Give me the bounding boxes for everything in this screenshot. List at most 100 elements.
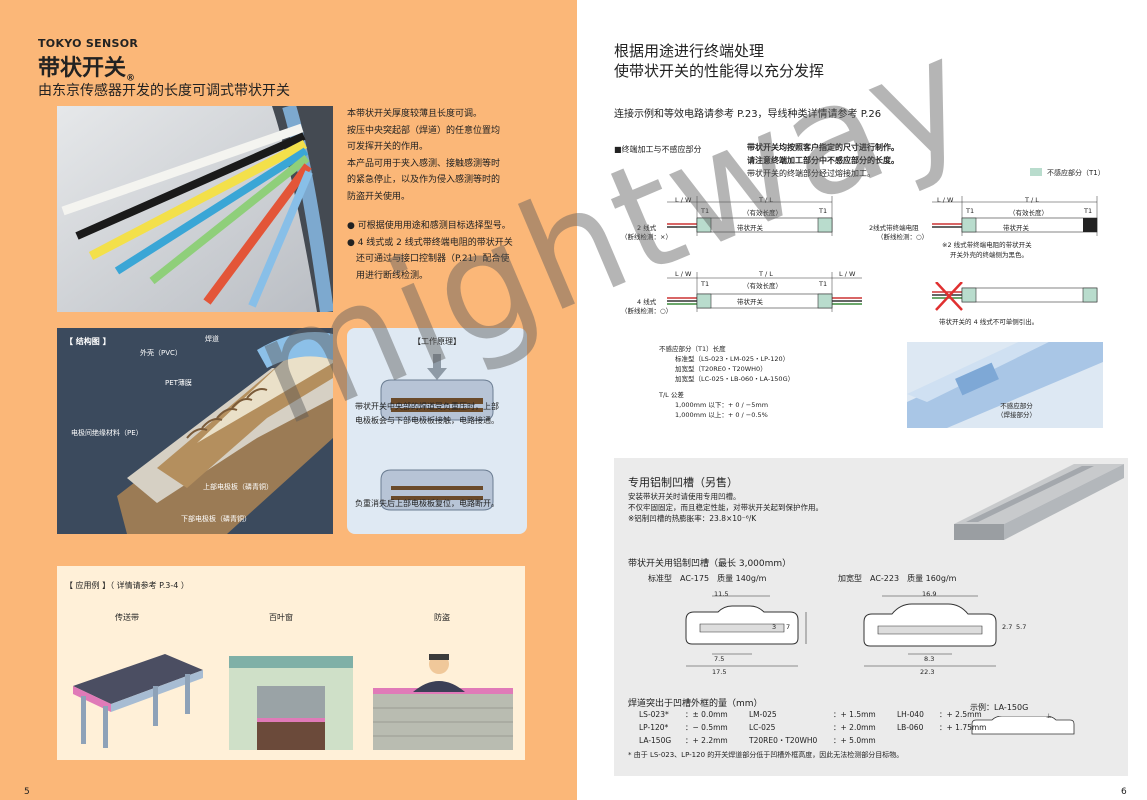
applications-title: 【 应用例 】（ 详情请参考 P.3-4 ）	[65, 581, 189, 590]
wide-dim-e: 5.7	[1016, 623, 1027, 631]
table-cell: ：+ 2.2mm	[685, 736, 728, 745]
d2-note-1: ※2 线式带终端电阻的带状开关	[942, 241, 1032, 249]
t1-row-1: 标准型（LS-023・LM-025・LP-120）	[675, 355, 790, 363]
product-photo-svg	[57, 106, 333, 312]
registered-mark: ®	[126, 73, 136, 84]
d1-two-wire: 2 线式	[637, 224, 657, 232]
brand-en: TOKYO SENSOR	[38, 37, 139, 50]
d1-t1-right: T1	[819, 207, 828, 215]
d2-effective: （有效长度）	[1009, 209, 1048, 217]
rail-desc-1: 安装带状开关时请使用专用凹槽。	[628, 492, 741, 501]
brand-title-text: 带状开关	[38, 56, 127, 81]
label-insulation: 电极间绝缘材料（PE）	[71, 429, 143, 437]
term-bold-2: 请注意终端加工部分中不感应部分的长度。	[747, 156, 899, 165]
table-cell: LB-060	[897, 723, 924, 732]
security-illustration	[373, 654, 513, 750]
tolerance-1: 1,000mm 以下：+ 0 / −5mm	[675, 401, 769, 409]
desc-line: 本带状开关厚度较薄且长度可调。	[347, 109, 483, 119]
rail-wide-label: 加宽型 AC-223 质量 160g/m	[838, 574, 957, 583]
table-cell: ：+ 1.5mm	[833, 710, 876, 719]
principle-text-off: 负重消失后上部电极板复位，电路断开。	[355, 499, 499, 508]
weld-label-2: （焊接部分）	[997, 411, 1036, 419]
diagram-4wire-invalid-svg	[932, 282, 1098, 311]
brand-title: 带状开关®	[38, 50, 135, 83]
std-dim-a: 11.5	[714, 590, 729, 598]
product-description: 本带状开关厚度较薄且长度可调。 按压中央突起部（焊道）的任意位置均 可发挥开关的…	[347, 106, 547, 205]
d3-t1-left: T1	[701, 280, 710, 288]
termination-notes: 带状开关均按照客户指定的尺寸进行制作。 请注意终端加工部分中不感应部分的长度。 …	[747, 141, 899, 180]
table-cell	[938, 734, 987, 747]
d2-tl: T / L	[1025, 196, 1039, 204]
std-dim-e: 7	[786, 623, 791, 631]
d3-four-wire-sub: （断线检测：○）	[621, 307, 673, 315]
table-cell: LM-025	[749, 710, 777, 719]
rail-3d-svg	[954, 464, 1124, 540]
protrusion-table: LS-023* ：± 0.0mm LM-025 ：+ 1.5mm LH-040 …	[638, 708, 987, 747]
diagram-4wire-svg	[667, 272, 862, 312]
std-dim-b: 7.5	[714, 655, 725, 663]
diagram-2wire-r-svg	[932, 196, 1098, 236]
t1-row-2: 加宽型（T20RE0・T20WH0）	[675, 365, 767, 373]
table-cell: T20RE0・T20WH0	[749, 736, 818, 745]
d3-four-wire: 4 线式	[637, 298, 657, 306]
principle-text-on: 带状开关中央部的焊道受负重压时，上部 电极板会与下部电极板接触，电路接通。	[355, 400, 527, 428]
desc-line: 按压中央突起部（焊道）的任意位置均	[347, 125, 501, 136]
principle-line: 电极板会与下部电极板接触，电路接通。	[355, 416, 499, 425]
structure-svg	[117, 332, 333, 534]
d2-note: ※2 线式带终端电阻的带状开关 开关外壳的终端侧为黑色。	[942, 240, 1032, 260]
table-cell: ：− 0.5mm	[685, 723, 728, 732]
tolerance-title: T/L 公差	[659, 391, 684, 399]
page-number-left: 5	[24, 787, 30, 797]
aluminum-rail-section: 专用铝制凹槽（另售） 安装带状开关时请使用专用凹槽。 不仅牢固固定，而且稳定性能…	[614, 458, 1128, 776]
table-cell: ：+ 2.0mm	[833, 723, 876, 732]
principle-box: 【工作原理】 带状开关中央部的焊道受负重压时，上部 电极板会与下部电极板接触，电…	[347, 328, 527, 534]
rail-title: 专用铝制凹槽（另售）	[628, 476, 738, 489]
principle-title: 【工作原理】	[413, 337, 461, 346]
d1-effective: （有效长度）	[743, 209, 782, 217]
bullet-item: ● 4 线式或 2 线式带终端电阻的带状开关	[347, 237, 513, 248]
d3-t1-right: T1	[819, 280, 828, 288]
d1-two-wire-sub: （断线检测：×）	[621, 233, 672, 241]
wide-dim-b: 8.3	[924, 655, 935, 663]
bullet-item: 用进行断线检测。	[356, 270, 429, 281]
tolerance-2: 1,000mm 以上：+ 0 / −0.5%	[675, 411, 768, 419]
connect-note: 连接示例和等效电路请参考 P.23，导线种类详情请参考 P.26	[614, 109, 882, 120]
table-cell: ：+ 2.5mm	[939, 710, 982, 719]
d1-tl: T / L	[759, 196, 773, 204]
d2-two-wire-r-sub: （断线检测：○）	[877, 233, 929, 241]
label-outer: 外壳（PVC）	[140, 349, 182, 357]
rail-desc: 安装带状开关时请使用专用凹槽。 不仅牢固固定，而且稳定性能，对带状开关起到保护作…	[628, 491, 823, 524]
label-weld: 焊道	[205, 335, 219, 343]
d1-switch: 带状开关	[737, 224, 763, 232]
diagram-2wire-svg	[667, 196, 833, 236]
wide-dim-c: 22.3	[920, 668, 935, 676]
d2-two-wire-r: 2线式带终端电阻	[869, 224, 919, 232]
principle-svg	[380, 354, 494, 511]
t1-title: 不感应部分（T1）长度	[659, 345, 726, 353]
wide-dim-a: 16.9	[922, 590, 937, 598]
legend-swatch	[1030, 168, 1042, 176]
principle-line: 带状开关中央部的焊道受负重压时，上部	[355, 402, 499, 411]
rail-desc-2: 不仅牢固固定，而且稳定性能，对带状开关起到保护作用。	[628, 503, 823, 512]
table-row: LS-023* ：± 0.0mm LM-025 ：+ 1.5mm LH-040 …	[638, 708, 987, 721]
table-cell: ：+ 1.75mm	[939, 723, 987, 732]
term-bold-1: 带状开关均按照客户指定的尺寸进行制作。	[747, 143, 899, 152]
table-cell: LP-120*	[639, 723, 669, 732]
bullet-item: 还可通过与接口控制器（P.21）配合使	[356, 254, 510, 264]
page-number-right: 6	[1121, 787, 1127, 797]
d2-note-2: 开关外壳的终端侧为黑色。	[950, 251, 1028, 259]
t1-row-3: 加宽型（LC-025・LB-060・LA-150G）	[675, 375, 795, 383]
weld-label: 不感应部分 （焊接部分）	[997, 402, 1036, 420]
bullet-text: 可根据使用用途和感测目标选择型号。	[357, 221, 511, 231]
d3-tl: T / L	[759, 270, 773, 278]
protrusion-title: 焊道突出于凹槽外框的量（mm）	[628, 699, 763, 709]
rail-subtitle: 带状开关用铝制凹槽（最长 3,000mm）	[628, 559, 792, 569]
t1-table: 不感应部分（T1）长度 标准型（LS-023・LM-025・LP-120） 加宽…	[659, 344, 794, 420]
wide-dim-d: 2.7	[1002, 623, 1013, 631]
desc-line: 可发挥开关的作用。	[347, 142, 429, 152]
applications-box: 【 应用例 】（ 详情请参考 P.3-4 ） 传送带 百叶窗 防盗	[57, 566, 525, 760]
d3-effective: （有效长度）	[743, 282, 782, 290]
d1-lw: L / W	[675, 196, 692, 204]
rail-wide-profile	[863, 595, 997, 667]
term-note: 带状开关的终端部分经过熔接加工。	[747, 169, 875, 178]
